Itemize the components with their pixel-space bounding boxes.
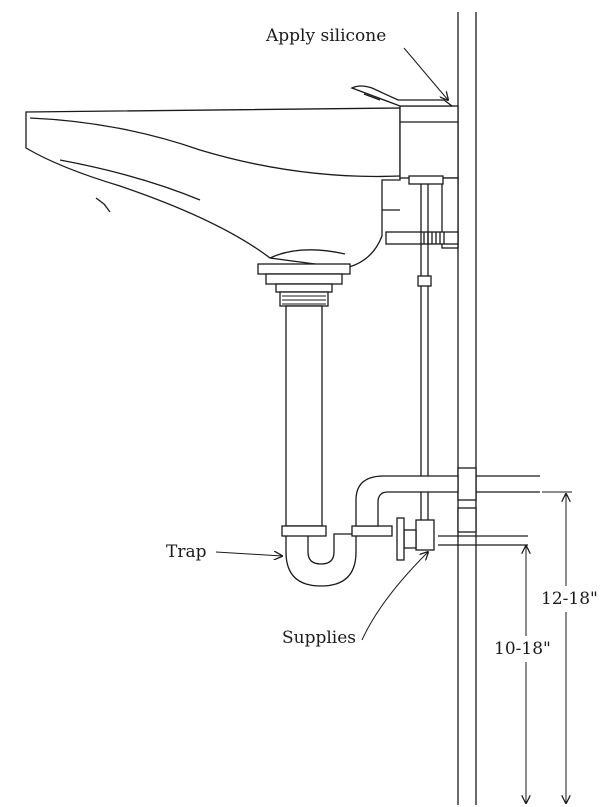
faucet-supply-tube bbox=[408, 175, 444, 520]
apply-silicone-leader bbox=[403, 47, 448, 100]
wall bbox=[457, 12, 477, 805]
drain-tailpiece bbox=[257, 263, 351, 527]
label-dimension-drain: 12-18" bbox=[541, 589, 598, 609]
dimension-drain-height bbox=[542, 491, 572, 803]
sink-rim bbox=[399, 105, 459, 179]
wall-supply-line bbox=[438, 507, 528, 546]
supplies-leader bbox=[361, 552, 428, 641]
shutoff-valve bbox=[396, 517, 435, 561]
trap-leader bbox=[215, 552, 282, 556]
faucet bbox=[350, 85, 454, 107]
wall-bracket bbox=[385, 177, 459, 249]
label-dimension-supply: 10-18" bbox=[494, 639, 551, 659]
wall-drain-pipe bbox=[457, 467, 540, 501]
p-trap bbox=[281, 475, 459, 587]
sink-basin bbox=[25, 107, 401, 269]
label-apply-silicone: Apply silicone bbox=[266, 26, 387, 46]
tailpiece-threads bbox=[282, 295, 326, 305]
label-supplies: Supplies bbox=[282, 628, 357, 648]
label-trap: Trap bbox=[166, 542, 207, 562]
